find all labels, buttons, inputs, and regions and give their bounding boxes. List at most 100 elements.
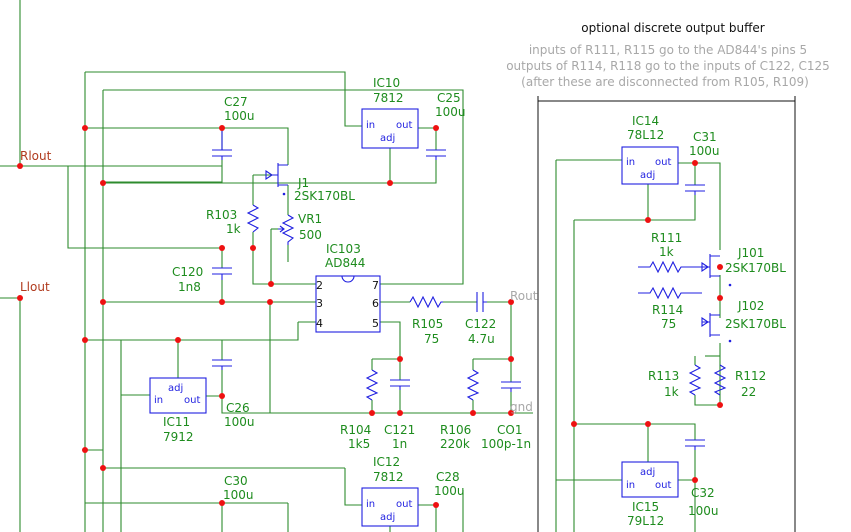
ic14-pin-adj: adj	[640, 170, 655, 181]
buffer-note-2: outputs of R114, R118 go to the inputs o…	[506, 59, 830, 73]
c122-ref: C122	[465, 317, 496, 331]
c122-value: 4.7u	[468, 332, 495, 346]
co1-value: 100p-1n	[481, 437, 531, 451]
vr1-ref: VR1	[298, 212, 322, 226]
c27-symbol	[212, 128, 232, 160]
c30-ref: C30	[224, 474, 248, 488]
ic103-body	[315, 275, 381, 333]
c120-value: 1n8	[178, 280, 201, 294]
ic103-pin-3: 3	[316, 297, 323, 310]
r104-value: 1k5	[348, 437, 370, 451]
net-label-gnd: gnd	[510, 400, 533, 414]
ic103-pin-4: 4	[316, 317, 323, 330]
c27-ref: C27	[224, 95, 248, 109]
r111-value: 1k	[659, 245, 674, 259]
r112-ref: R112	[735, 369, 766, 383]
c25-value: 100u	[435, 105, 466, 119]
c122-symbol	[476, 292, 487, 312]
r112-symbol	[713, 364, 727, 396]
ic11-ref: IC11	[163, 415, 190, 429]
r113-ref: R113	[648, 369, 679, 383]
r104-ref: R104	[340, 423, 371, 437]
buffer-title: optional discrete output buffer	[581, 21, 764, 35]
ic12-value: 7812	[373, 470, 404, 484]
r113-value: 1k	[664, 385, 679, 399]
ic14-ref: IC14	[632, 114, 659, 128]
vr1-symbol	[278, 214, 295, 245]
co1-symbol	[501, 381, 521, 392]
ic11-pin-adj: adj	[168, 383, 183, 394]
r103-ref: R103	[206, 208, 237, 222]
r106-ref: R106	[440, 423, 471, 437]
ic11-pin-out: out	[184, 395, 200, 406]
buffer-title-group: optional discrete output buffer inputs o…	[506, 21, 830, 89]
buffer-note-1: inputs of R111, R115 go to the AD844's p…	[529, 43, 807, 57]
c120-symbol	[212, 267, 232, 280]
c28-value: 100u	[434, 484, 465, 498]
c32-value: 100u	[688, 504, 719, 518]
co1-ref: CO1	[497, 423, 522, 437]
c30-value: 100u	[223, 488, 254, 502]
r104-symbol	[365, 369, 379, 401]
c26-ref: C26	[226, 401, 250, 415]
ic10-ref: IC10	[373, 76, 400, 90]
c121-symbol	[390, 379, 410, 390]
r111-symbol	[638, 260, 702, 274]
r105-ref: R105	[412, 317, 443, 331]
ic14-body	[621, 146, 679, 185]
r103-value: 1k	[226, 222, 241, 236]
junctions	[17, 125, 723, 508]
vr1-value: 500	[299, 228, 322, 242]
r106-value: 220k	[440, 437, 470, 451]
r114-symbol	[638, 286, 702, 300]
ic103-ref: IC103	[326, 242, 361, 256]
r113-symbol	[688, 364, 702, 396]
ic10-pin-in: in	[366, 120, 375, 131]
ic11-body	[149, 377, 207, 414]
j102-symbol	[701, 313, 720, 337]
ic12-pin-in: in	[366, 499, 375, 510]
c27-value: 100u	[224, 109, 255, 123]
symbols	[149, 108, 732, 527]
c25-symbol	[426, 149, 446, 160]
net-label-llout: Llout	[20, 280, 50, 294]
c120-ref: C120	[172, 265, 203, 279]
ic103-pin-5: 5	[372, 317, 379, 330]
net-label-rlout: Rlout	[20, 149, 52, 163]
c121-value: 1n	[392, 437, 407, 451]
r112-value: 22	[741, 385, 756, 399]
ic15-ref: IC15	[632, 500, 659, 514]
ic15-pin-out: out	[655, 480, 671, 491]
ic14-value: 78L12	[627, 128, 664, 142]
ic10-body	[361, 108, 419, 149]
ic12-pin-out: out	[396, 499, 412, 510]
ic10-value: 7812	[373, 91, 404, 105]
j101-value: 2SK170BL	[725, 261, 786, 275]
j1-symbol	[265, 163, 288, 187]
part-labels: IC10 7812 in out adj C25 100u C27 100u J…	[154, 76, 786, 528]
ic12-body	[361, 487, 419, 527]
ic12-ref: IC12	[373, 455, 400, 469]
j102-value: 2SK170BL	[725, 317, 786, 331]
ic15-pin-in: in	[626, 480, 635, 491]
ic12-pin-adj: adj	[380, 512, 395, 523]
ic11-pin-in: in	[154, 395, 163, 406]
j1-value: 2SK170BL	[294, 189, 355, 203]
c32-symbol	[685, 439, 705, 450]
c31-value: 100u	[689, 144, 720, 158]
ic15-pin-adj: adj	[640, 467, 655, 478]
ic14-pin-out: out	[655, 157, 671, 168]
j101-ref: J101	[737, 246, 764, 260]
c28-ref: C28	[436, 470, 460, 484]
net-label-rout: Rout	[510, 289, 538, 303]
r105-value: 75	[424, 332, 439, 346]
c25-ref: C25	[437, 91, 461, 105]
ic103-value: AD844	[325, 256, 365, 270]
c31-ref: C31	[693, 130, 717, 144]
r106-symbol	[466, 369, 480, 401]
wires-main	[0, 0, 533, 532]
ic14-pin-in: in	[626, 157, 635, 168]
r111-ref: R111	[651, 231, 682, 245]
ic11-value: 7912	[163, 430, 194, 444]
